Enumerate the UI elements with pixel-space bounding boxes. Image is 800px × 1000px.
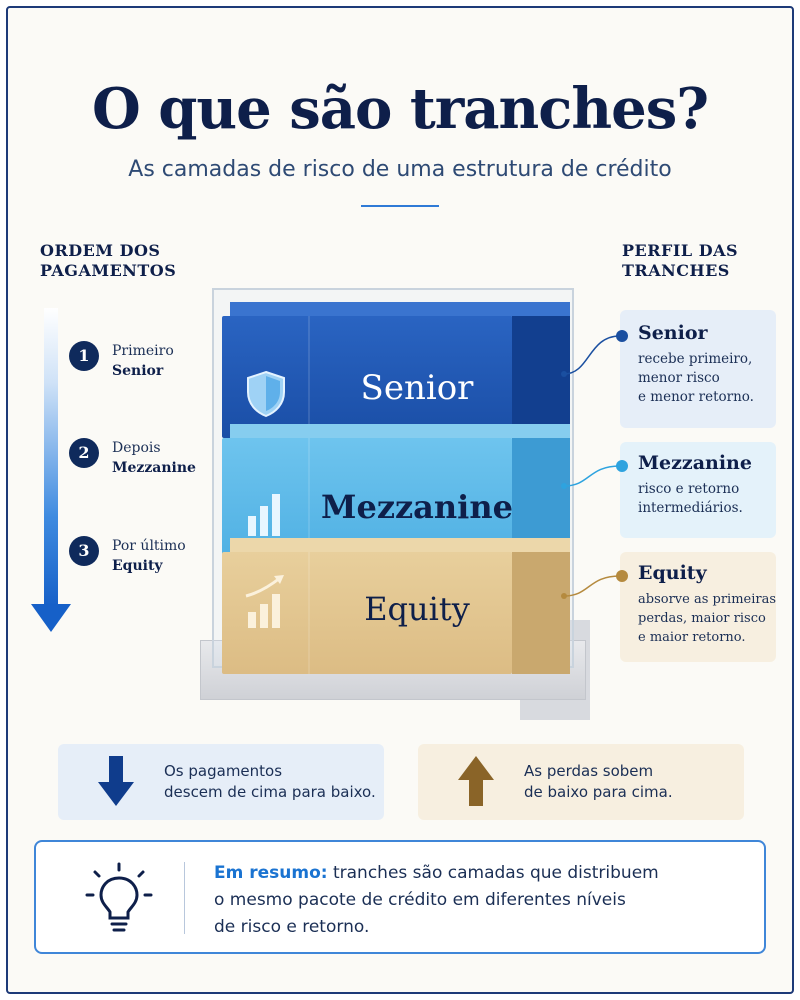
- mezzanine-block-label: Mezzanine: [321, 488, 513, 526]
- lightbulb-icon: [85, 862, 153, 932]
- profile-heading-line1: PERFIL DAS: [622, 241, 739, 260]
- payment-flow-arrow-icon: [44, 308, 58, 606]
- step-number-1: 1: [69, 341, 99, 371]
- step-3-name: Equity: [112, 558, 163, 574]
- mezzanine-icon-cell: [222, 438, 310, 562]
- tranche-block-equity: Equity: [222, 538, 570, 688]
- equity-block-top: [230, 538, 570, 554]
- summary-line2: o mesmo pacote de crédito em diferentes …: [214, 890, 626, 910]
- payments-flow-line1: Os pagamentos: [164, 762, 283, 780]
- arrow-up-icon: [458, 756, 494, 806]
- equity-icon-cell: [222, 552, 310, 674]
- losses-flow-line1: As perdas sobem: [524, 762, 654, 780]
- step-1-text: Primeiro Senior: [112, 341, 174, 381]
- profile-desc-mezzanine-line1: risco e retorno: [638, 481, 740, 497]
- profile-connectors: [561, 335, 621, 599]
- step-2-prefix: Depois: [112, 440, 161, 456]
- mezzanine-block-top: [230, 424, 570, 440]
- step-1-name: Senior: [112, 363, 164, 379]
- summary-lead: Em resumo:: [214, 863, 328, 883]
- step-3-prefix: Por último: [112, 538, 186, 554]
- page-title: O que são tranches?: [91, 76, 709, 142]
- arrow-down-icon: [98, 756, 134, 806]
- tranche-block-senior: Senior: [222, 302, 570, 452]
- senior-block-side: [512, 316, 570, 438]
- equity-block-label: Equity: [364, 590, 470, 628]
- profile-heading-line2: TRANCHES: [622, 261, 730, 280]
- profile-desc-equity-line1: absorve as primeiras: [638, 592, 777, 607]
- profile-desc-senior: recebe primeiro, menor risco e menor ret…: [638, 350, 754, 407]
- summary-text: Em resumo: tranches são camadas que dist…: [214, 860, 754, 941]
- summary-card: [34, 840, 766, 954]
- summary-line1: Em resumo: tranches são camadas que dist…: [214, 860, 754, 887]
- payment-order-heading: ORDEM DOS PAGAMENTOS: [40, 241, 176, 281]
- profile-name-equity: Equity: [638, 562, 707, 584]
- senior-block-top: [230, 302, 570, 318]
- title-divider: [361, 205, 439, 207]
- profile-desc-senior-line1: recebe primeiro,: [638, 351, 753, 367]
- bar-chart-icon: [248, 494, 280, 536]
- step-2-text: Depois Mezzanine: [112, 438, 196, 478]
- step-number-3: 3: [69, 536, 99, 566]
- profile-desc-equity: absorve as primeiras perdas, maior risco…: [638, 590, 776, 647]
- profile-desc-senior-line3: e menor retorno.: [638, 389, 754, 405]
- profile-name-mezzanine: Mezzanine: [638, 452, 752, 474]
- summary-line3: de risco e retorno.: [214, 917, 370, 937]
- senior-block-label: Senior: [360, 368, 474, 408]
- losses-flow-text: As perdas sobem de baixo para cima.: [524, 761, 673, 803]
- profile-desc-equity-line2: perdas, maior risco: [638, 611, 766, 626]
- profile-dot-mezzanine: [616, 460, 628, 472]
- profile-desc-mezzanine: risco e retorno intermediários.: [638, 480, 743, 518]
- senior-icon-cell: [222, 316, 310, 438]
- equity-block-side: [512, 552, 570, 674]
- payment-order-heading-line1: ORDEM DOS: [40, 241, 161, 260]
- equity-block-face: [222, 552, 512, 674]
- profile-desc-mezzanine-line2: intermediários.: [638, 500, 743, 516]
- payments-flow-text: Os pagamentos descem de cima para baixo.: [164, 761, 376, 803]
- profile-desc-equity-line3: e maior retorno.: [638, 630, 746, 645]
- payments-flow-line2: descem de cima para baixo.: [164, 783, 376, 801]
- payment-flow-arrow-head: [31, 604, 71, 632]
- profile-heading: PERFIL DAS TRANCHES: [622, 241, 738, 281]
- step-3-text: Por último Equity: [112, 536, 186, 576]
- shield-icon: [247, 370, 285, 418]
- losses-flow-line2: de baixo para cima.: [524, 783, 673, 801]
- step-2-name: Mezzanine: [112, 460, 196, 476]
- step-1-prefix: Primeiro: [112, 343, 174, 359]
- payment-order-heading-line2: PAGAMENTOS: [40, 261, 177, 280]
- profile-desc-senior-line2: menor risco: [638, 370, 720, 386]
- profile-dot-equity: [616, 570, 628, 582]
- profile-name-senior: Senior: [638, 322, 708, 344]
- summary-line1-rest: tranches são camadas que distribuem: [327, 863, 659, 883]
- summary-divider: [184, 862, 185, 934]
- profile-card-equity: [620, 552, 776, 662]
- profile-card-senior: [620, 310, 776, 428]
- growth-chart-icon: [245, 575, 284, 628]
- profile-dot-senior: [616, 330, 628, 342]
- profile-card-mezzanine: [620, 442, 776, 538]
- page-subtitle: As camadas de risco de uma estrutura de …: [128, 157, 672, 182]
- step-number-2: 2: [69, 438, 99, 468]
